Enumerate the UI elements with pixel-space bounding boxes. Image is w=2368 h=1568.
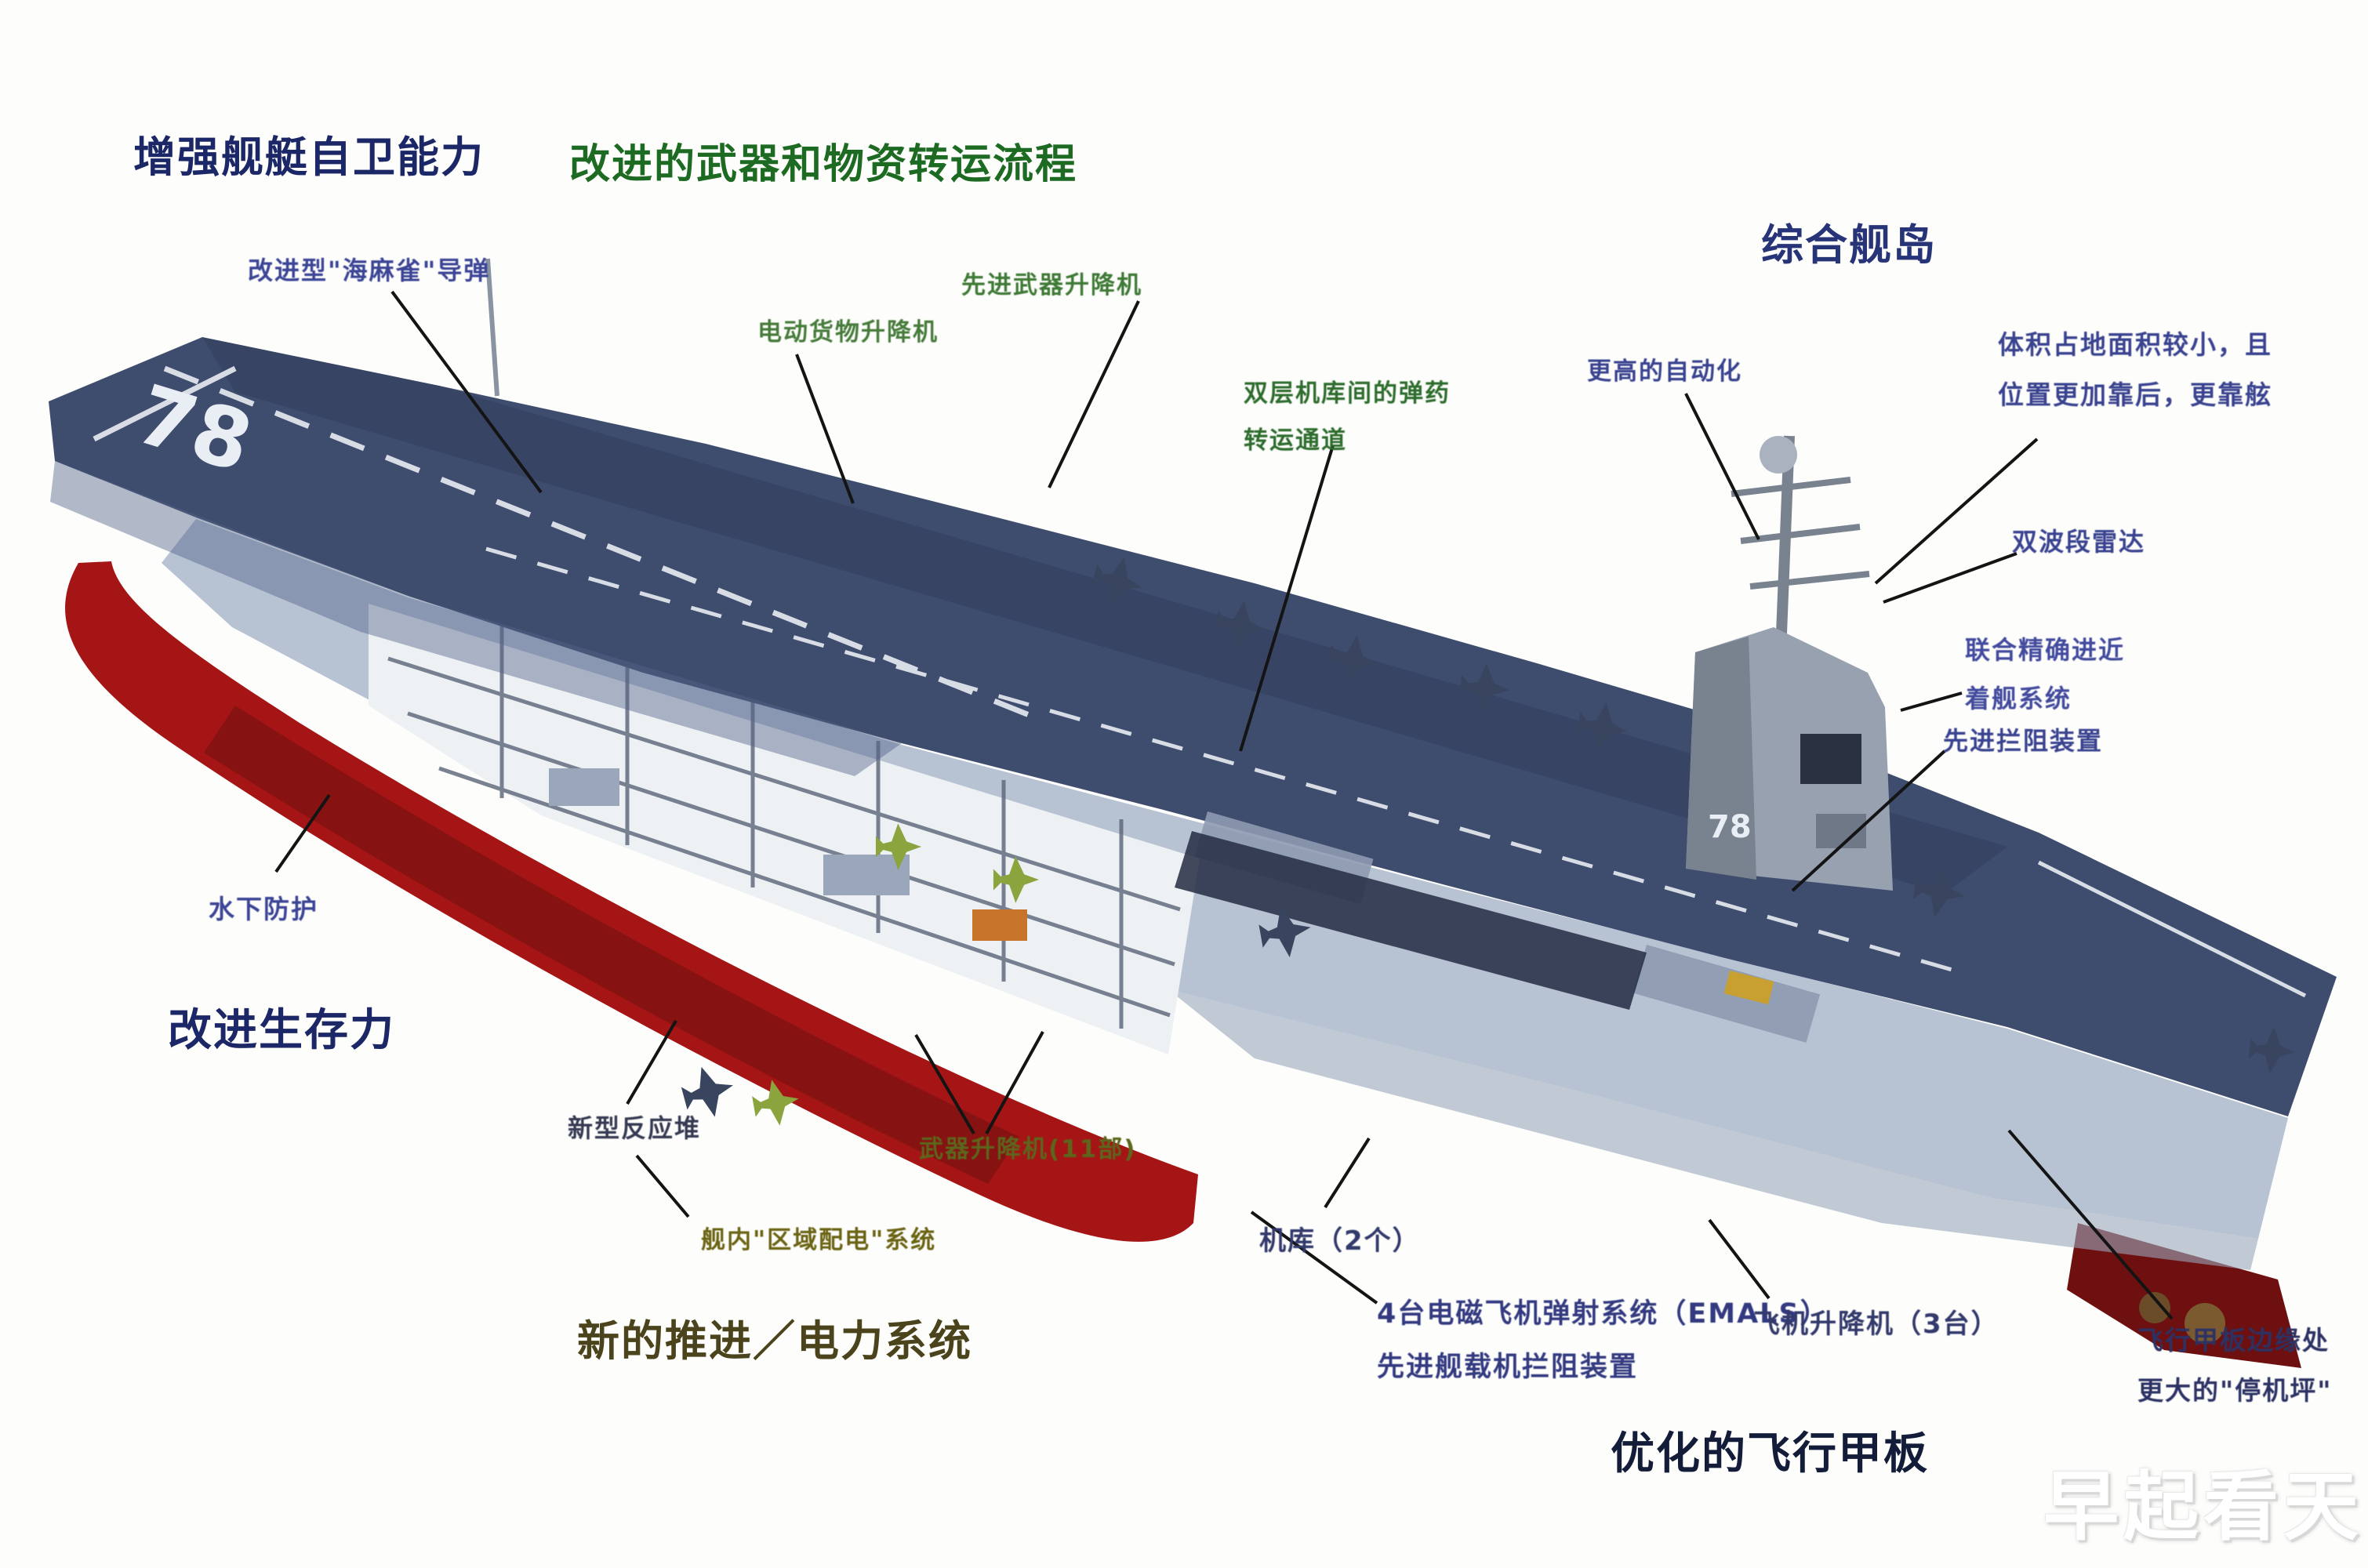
island: 78: [1686, 435, 1893, 891]
label-cargo-elevator: 电动货物升降机: [757, 318, 939, 347]
label-weapons-elevator: 先进武器升降机: [961, 271, 1142, 299]
label-zonal-power: 舰内"区域配电"系统: [701, 1226, 937, 1254]
label-weapons-elev-11: 武器升降机(11部): [919, 1135, 1137, 1163]
title-self-defense: 增强舰艇自卫能力: [133, 132, 485, 182]
label-automation: 更高的自动化: [1587, 358, 1742, 386]
label-elevators-3: 飞机升降机（3台）: [1753, 1308, 1999, 1340]
title-survivability: 改进生存力: [168, 1005, 395, 1056]
flight-deck: [49, 337, 2337, 1116]
label-reactor: 新型反应堆: [568, 1113, 702, 1143]
label-essm: 改进型"海麻雀"导弹: [248, 256, 491, 285]
title-integrated-island: 综合舰岛: [1761, 220, 1937, 270]
label-hangar: 机库（2个）: [1259, 1225, 1421, 1257]
watermark: 早起看天: [2043, 1463, 2363, 1551]
label-advanced-arrest: 先进拦阻装置: [1943, 726, 2104, 756]
island-number: 78: [1708, 809, 1752, 845]
label-ammo-transfer: 双层机库间的弹药转运通道: [1244, 379, 1451, 456]
label-underwater: 水下防护: [209, 894, 318, 924]
title-propulsion: 新的推进／电力系统: [577, 1316, 972, 1366]
title-weapons-flow: 改进的武器和物资转运流程: [569, 141, 1078, 188]
hull-red-shadow: [204, 706, 1019, 1184]
hull-side-shade: [1168, 989, 2258, 1270]
label-dual-band-radar: 双波段雷达: [2012, 527, 2146, 557]
label-island-size: 体积占地面积较小，且位置更加靠后，更靠舷: [1998, 329, 2272, 411]
label-arresting-gear: 先进舰载机拦阻装置: [1377, 1352, 1639, 1383]
label-emals: 4台电磁飞机弹射系统（EMALS）: [1377, 1298, 1829, 1330]
label-deck-edge: 飞行甲板边缘处更大的"停机坪": [2137, 1325, 2333, 1406]
label-jpals: 联合精确进近着舰系统: [1965, 635, 2126, 714]
title-flight-deck: 优化的飞行甲板: [1611, 1428, 1929, 1479]
